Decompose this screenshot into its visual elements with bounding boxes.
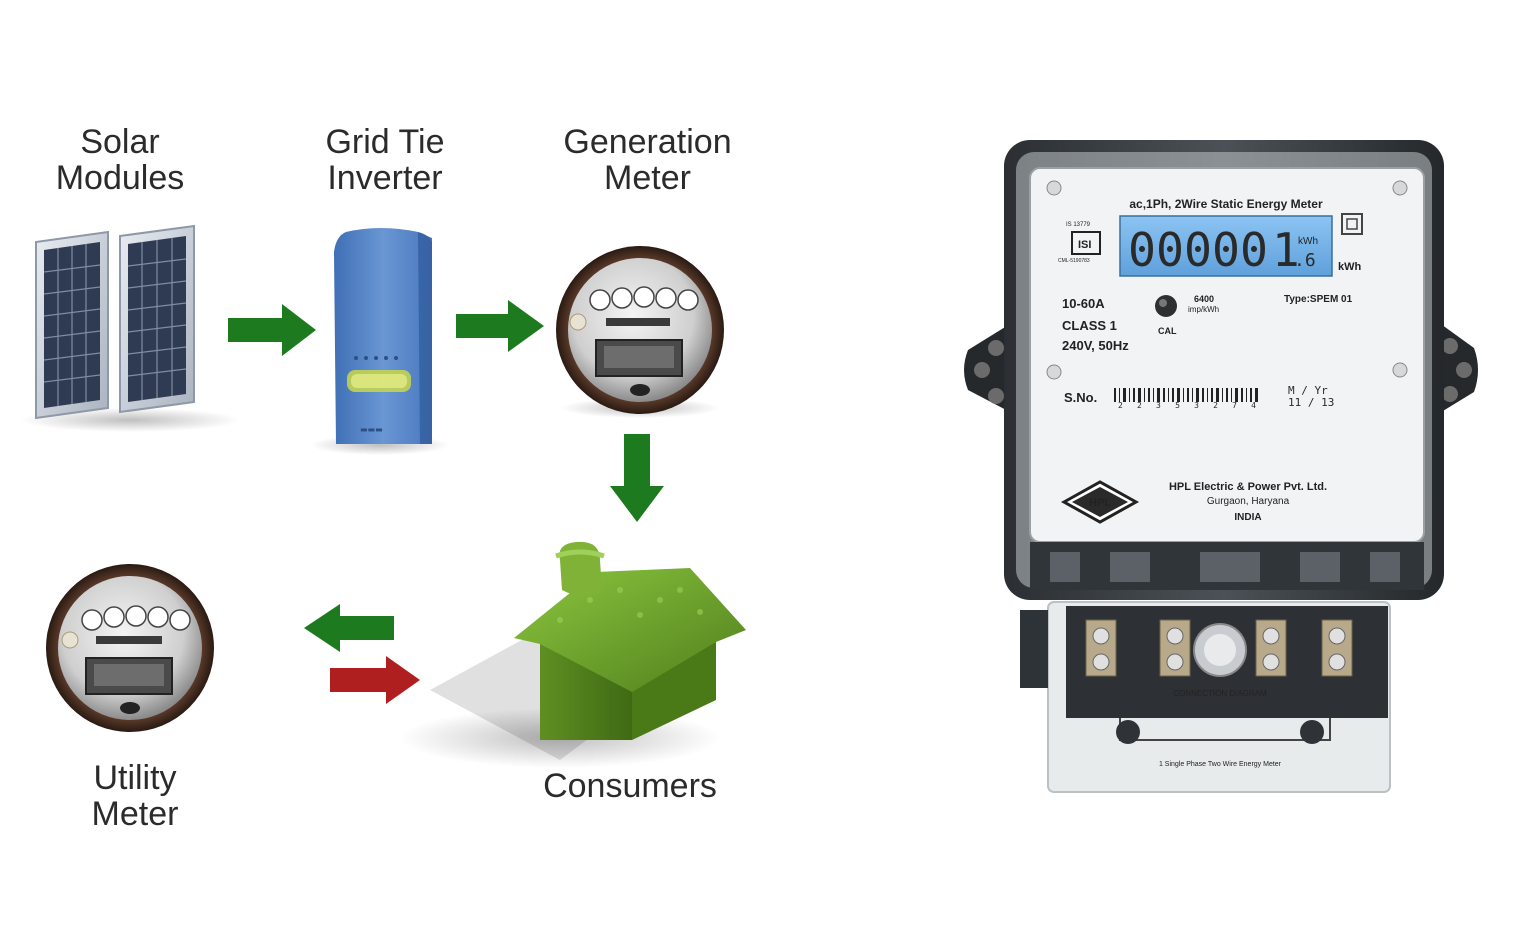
meter-type: Type:SPEM 01 <box>1284 294 1353 305</box>
svg-text:ISI: ISI <box>1078 239 1091 251</box>
label-line: Generation <box>563 123 732 161</box>
utility-meter-icon <box>46 564 214 732</box>
solar-modules-icon <box>20 224 240 432</box>
meter-cal: CAL <box>1158 326 1177 336</box>
generation-meter-icon <box>556 246 724 418</box>
terminal-caption: 1 Single Phase Two Wire Energy Meter <box>1159 761 1282 768</box>
meter-current-rating: 10-60A <box>1062 296 1105 311</box>
consumers-house-icon <box>400 541 746 768</box>
meter-header: ac,1Ph, 2Wire Static Energy Meter <box>1129 197 1323 211</box>
meter-country: INDIA <box>1234 512 1261 523</box>
label-line: Solar <box>80 123 160 161</box>
meter-brand: HPL <box>1089 497 1111 509</box>
lcd-unit-small: kWh <box>1298 236 1318 247</box>
meter-city: Gurgaon, Haryana <box>1207 496 1290 507</box>
export-arrow-left <box>304 604 394 652</box>
label-line: Meter <box>91 795 179 833</box>
meter-standard: IS 13779 <box>1066 222 1091 228</box>
label-line: Modules <box>55 159 185 197</box>
meter-serial-label: S.No. <box>1064 390 1097 405</box>
grid-tie-inverter-icon: ▬▬▬ <box>310 228 450 455</box>
meter-unit: kWh <box>1338 261 1362 273</box>
label-line: Utility <box>93 759 177 797</box>
terminal-label: CONNECTION DIAGRAM <box>1173 689 1267 698</box>
lcd-decimal: .6 <box>1294 250 1316 271</box>
double-insulation-icon <box>1341 213 1363 235</box>
label-solar-modules: Solar Modules <box>30 124 210 196</box>
label-line: Consumers <box>543 767 717 805</box>
meter-manufacturer: HPL Electric & Power Pvt. Ltd. <box>1169 481 1327 493</box>
cal-led-icon <box>1155 295 1177 317</box>
label-consumers: Consumers <box>520 768 740 804</box>
meter-impulse-value: 6400 <box>1194 294 1214 304</box>
flow-arrow-down <box>610 434 664 522</box>
label-utility-meter: Utility Meter <box>45 760 225 832</box>
lcd-reading: 00000 <box>1128 223 1268 277</box>
flow-arrow-1 <box>228 304 316 356</box>
import-arrow-right <box>330 656 420 704</box>
label-line: Grid Tie <box>325 123 445 161</box>
serial-barcode <box>1114 388 1258 402</box>
label-generation-meter: Generation Meter <box>540 124 755 196</box>
meter-voltage: 240V, 50Hz <box>1062 338 1129 353</box>
label-line: Inverter <box>327 159 443 197</box>
isi-mark-icon <box>1071 231 1101 255</box>
meter-month-year: 11 / 13 <box>1288 396 1334 409</box>
svg-text:▬▬▬: ▬▬▬ <box>360 425 383 434</box>
meter-month-year-label: M / Yr <box>1288 384 1328 397</box>
label-line: Meter <box>604 159 691 197</box>
energy-meter-device: ac,1Ph, 2Wire Static Energy Meter IS 137… <box>964 140 1478 793</box>
lcd-digit: 1 <box>1272 223 1300 277</box>
meter-cml: CML-5190783 <box>1058 258 1090 264</box>
lcd-display <box>1119 215 1333 277</box>
meter-impulse-unit: imp/kWh <box>1188 305 1219 314</box>
label-grid-tie-inverter: Grid Tie Inverter <box>295 124 475 196</box>
flow-arrow-2 <box>456 300 544 352</box>
meter-class: CLASS 1 <box>1062 318 1117 333</box>
